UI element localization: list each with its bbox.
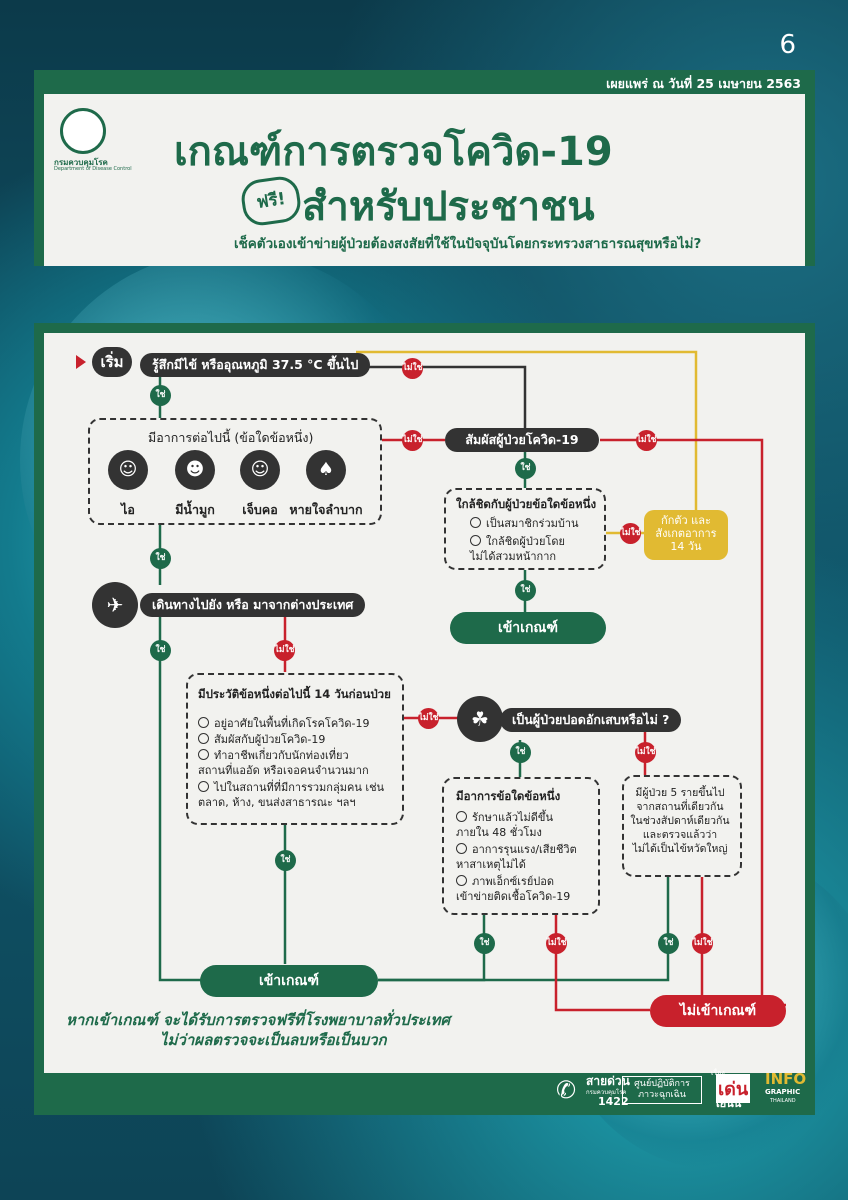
history-option: ทำอาชีพเกี่ยวกับนักท่องเที่ยว สถานที่แออ… xyxy=(198,748,398,778)
footer-line1: หากเข้าเกณฑ์ จะได้รับการตรวจฟรีที่โรงพยา… xyxy=(66,1011,450,1029)
history-option: ไปในสถานที่ที่มีการรวมกลุ่มคน เช่น ตลาด,… xyxy=(198,780,398,810)
no-badge: ไม่ใช่ xyxy=(546,933,567,954)
no-badge: ไม่ใช่ xyxy=(620,523,641,544)
history-box xyxy=(186,673,404,825)
no-badge: ไม่ใช่ xyxy=(635,742,656,763)
yes-badge: ใช่ xyxy=(150,385,171,406)
title-line2: สำหรับประชาชน xyxy=(302,184,595,230)
radio-circle-icon xyxy=(198,749,209,760)
symptom-label: ไอ xyxy=(121,502,135,517)
option-text: ใกล้ชิดผู้ป่วยโดย ไม่ได้สวมหน้ากาก xyxy=(470,535,565,563)
publish-date: เผยแพร่ ณ วันที่ 25 เมษายน 2563 xyxy=(606,76,801,91)
close-contact-box xyxy=(444,488,606,570)
info-logo: INFO xyxy=(765,1070,807,1088)
brand-main: เด่น xyxy=(716,1074,751,1103)
eoc-logo: ศูนย์ปฏิบัติการ ภาวะฉุกเฉิน xyxy=(622,1076,702,1104)
close-contact-title: ใกล้ชิดกับผู้ป่วยข้อใดข้อหนึ่ง xyxy=(456,497,597,511)
history-title: มีประวัติข้อหนึ่งต่อไปนี้ 14 วันก่อนป่วย xyxy=(198,687,391,701)
history-option: อยู่อาศัยในพื้นที่เกิดโรคโควิด-19 xyxy=(198,716,369,731)
brand-bottom: เย็นนี้ xyxy=(716,1097,742,1110)
radio-circle-icon xyxy=(456,811,467,822)
hotline-label: สายด่วน xyxy=(586,1074,630,1088)
option-text: รักษาแล้วไม่ดีขึ้น ภายใน 48 ชั่วโมง xyxy=(456,811,553,839)
yes-badge: ใช่ xyxy=(150,548,171,569)
no-badge: ไม่ใช่ xyxy=(418,708,439,729)
travel-question: เดินทางไปยัง หรือ มาจากต่างประเทศ xyxy=(140,593,366,617)
start-arrow-icon xyxy=(76,355,86,369)
yes-badge: ใช่ xyxy=(658,933,679,954)
hotline-number: 1422 xyxy=(598,1095,629,1108)
history-option: สัมผัสกับผู้ป่วยโควิด-19 xyxy=(198,732,325,747)
org-logo-icon xyxy=(60,108,106,154)
airplane-icon: ✈ xyxy=(92,582,138,628)
yes-badge: ใช่ xyxy=(275,850,296,871)
cough-icon: ☺ xyxy=(108,450,148,490)
title-line1: เกณฑ์การตรวจโควิด-19 xyxy=(174,129,613,175)
yes-badge: ใช่ xyxy=(515,580,536,601)
pneumonia-symptom-option: ภาพเอ็กซ์เรย์ปอด เข้าข่ายติดเชื้อโควิด-1… xyxy=(456,874,596,904)
cluster-text: มีผู้ป่วย 5 รายขึ้นไป จากสถานที่เดียวกัน… xyxy=(630,787,730,855)
radio-circle-icon xyxy=(198,781,209,792)
option-text: เป็นสมาชิกร่วมบ้าน xyxy=(486,517,579,530)
option-text: ไปในสถานที่ที่มีการรวมกลุ่มคน เช่น ตลาด,… xyxy=(198,781,385,809)
symptom-label: หายใจลำบาก xyxy=(289,502,363,517)
brand-top: เรื่อง xyxy=(711,1069,725,1077)
footer-line2: ไม่ว่าผลตรวจจะเป็นลบหรือเป็นบวก xyxy=(160,1031,387,1049)
org-logo-sub: Department of Disease Control xyxy=(54,166,132,172)
page-number: 6 xyxy=(779,30,796,60)
pneumonia-symptom-option: อาการรุนแรง/เสียชีวิต หาสาเหตุไม่ได้ xyxy=(456,842,596,872)
yes-badge: ใช่ xyxy=(510,742,531,763)
fever-question: รู้สึกมีไข้ หรืออุณหภูมิ 37.5 °C ขึ้นไป xyxy=(140,353,371,377)
symptom-label: มีน้ำมูก xyxy=(175,502,215,517)
pneumonia-symptoms-title: มีอาการข้อใดข้อหนึ่ง xyxy=(456,789,561,803)
breathing-difficulty-icon: ♠ xyxy=(306,450,346,490)
info-sub2: THAILAND xyxy=(770,1098,796,1104)
pneumonia-symptom-option: รักษาแล้วไม่ดีขึ้น ภายใน 48 ชั่วโมง xyxy=(456,810,596,840)
pneumonia-symptoms-box xyxy=(442,777,600,915)
no-badge: ไม่ใช่ xyxy=(402,358,423,379)
radio-circle-icon xyxy=(470,535,481,546)
lungs-icon: ☘ xyxy=(457,696,503,742)
option-text: ภาพเอ็กซ์เรย์ปอด เข้าข่ายติดเชื้อโควิด-1… xyxy=(456,875,571,903)
no-badge: ไม่ใช่ xyxy=(274,640,295,661)
yes-badge: ใช่ xyxy=(515,458,536,479)
radio-circle-icon xyxy=(470,517,481,528)
not-meets-criteria: ไม่เข้าเกณฑ์ xyxy=(650,995,786,1027)
close-contact-option: ใกล้ชิดผู้ป่วยโดย ไม่ได้สวมหน้ากาก xyxy=(470,534,600,564)
meets-criteria-bottom: เข้าเกณฑ์ xyxy=(200,965,378,997)
phone-icon: ✆ xyxy=(556,1076,577,1104)
symptom-label: เจ็บคอ xyxy=(242,502,278,517)
no-badge: ไม่ใช่ xyxy=(692,933,713,954)
option-text: อยู่อาศัยในพื้นที่เกิดโรคโควิด-19 xyxy=(214,717,370,730)
cluster-box xyxy=(622,775,742,877)
radio-circle-icon xyxy=(198,733,209,744)
header-panel: เผยแพร่ ณ วันที่ 25 เมษายน 2563 กรมควบคุ… xyxy=(34,70,815,266)
meets-criteria-top: เข้าเกณฑ์ xyxy=(450,612,606,644)
quarantine-box: กักตัว และ สังเกตอาการ 14 วัน xyxy=(644,510,728,560)
close-contact-option: เป็นสมาชิกร่วมบ้าน xyxy=(470,516,579,531)
radio-circle-icon xyxy=(456,843,467,854)
runny-nose-icon: ☻ xyxy=(175,450,215,490)
yes-badge: ใช่ xyxy=(150,640,171,661)
symptoms-title: มีอาการต่อไปนี้ (ข้อใดข้อหนึ่ง) xyxy=(148,430,314,445)
org-logo-text: กรมควบคุมโรค xyxy=(54,158,108,167)
sore-throat-icon: ☺ xyxy=(240,450,280,490)
no-badge: ไม่ใช่ xyxy=(636,430,657,451)
header-content: กรมควบคุมโรค Department of Disease Contr… xyxy=(44,94,805,266)
yes-badge: ใช่ xyxy=(474,933,495,954)
start-label: เริ่ม xyxy=(92,347,132,377)
hotline-org: กรมควบคุมโรค xyxy=(586,1089,627,1096)
radio-circle-icon xyxy=(456,875,467,886)
contact-covid-label: สัมผัสผู้ป่วยโควิด-19 xyxy=(445,428,599,452)
radio-circle-icon xyxy=(198,717,209,728)
option-text: อาการรุนแรง/เสียชีวิต หาสาเหตุไม่ได้ xyxy=(456,843,577,871)
info-sub: GRAPHIC xyxy=(765,1088,801,1096)
subtitle: เช็คตัวเองเข้าข่ายผู้ป่วยต้องสงสัยที่ใช้… xyxy=(234,236,702,252)
option-text: ทำอาชีพเกี่ยวกับนักท่องเที่ยว สถานที่แออ… xyxy=(198,749,369,777)
no-badge: ไม่ใช่ xyxy=(402,430,423,451)
pneumonia-question: เป็นผู้ป่วยปอดอักเสบหรือไม่ ? xyxy=(500,708,682,732)
option-text: สัมผัสกับผู้ป่วยโควิด-19 xyxy=(214,733,326,746)
